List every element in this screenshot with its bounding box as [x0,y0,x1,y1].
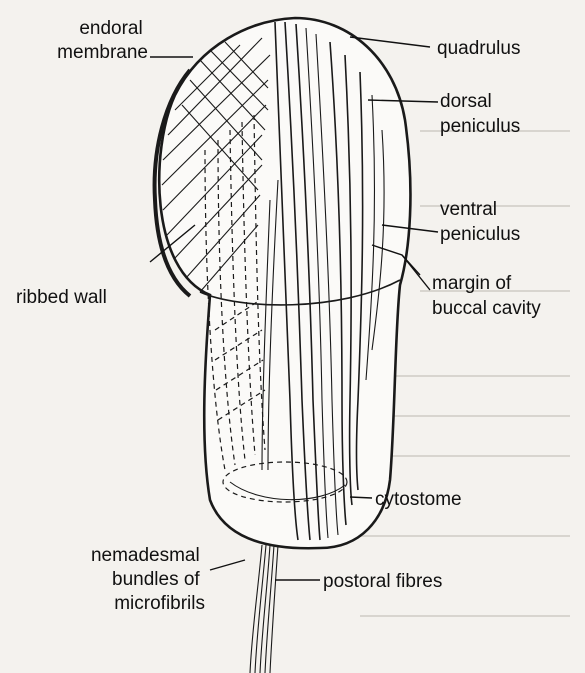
label-endoral-membrane: endoral membrane [57,18,148,63]
label-nemadesmal-bundles: nemadesmal bundles of microfibrils [91,545,205,614]
label-line: buccal cavity [432,298,541,319]
label-dorsal-peniculus: dorsal peniculus [440,91,520,137]
label-quadrulus: quadrulus [437,38,520,59]
label-line: postoral fibres [323,571,442,592]
label-cytostome: cytostome [375,489,462,510]
label-postoral-fibres: postoral fibres [323,571,442,592]
label-line: ribbed wall [16,287,107,308]
label-line: membrane [57,42,148,63]
label-line: bundles of [112,569,200,590]
label-margin-of-buccal-cavity: margin of buccal cavity [432,273,541,319]
label-line: ventral [440,199,497,220]
label-line: nemadesmal [91,545,200,566]
label-line: cytostome [375,489,462,510]
label-line: margin of [432,273,512,294]
label-line: quadrulus [437,38,520,59]
label-ribbed-wall: ribbed wall [16,287,107,308]
label-line: peniculus [440,116,520,137]
postoral-fibres [250,545,278,673]
label-line: endoral [79,18,142,39]
label-line: peniculus [440,224,520,245]
label-line: dorsal [440,91,492,112]
label-line: microfibrils [114,593,205,614]
